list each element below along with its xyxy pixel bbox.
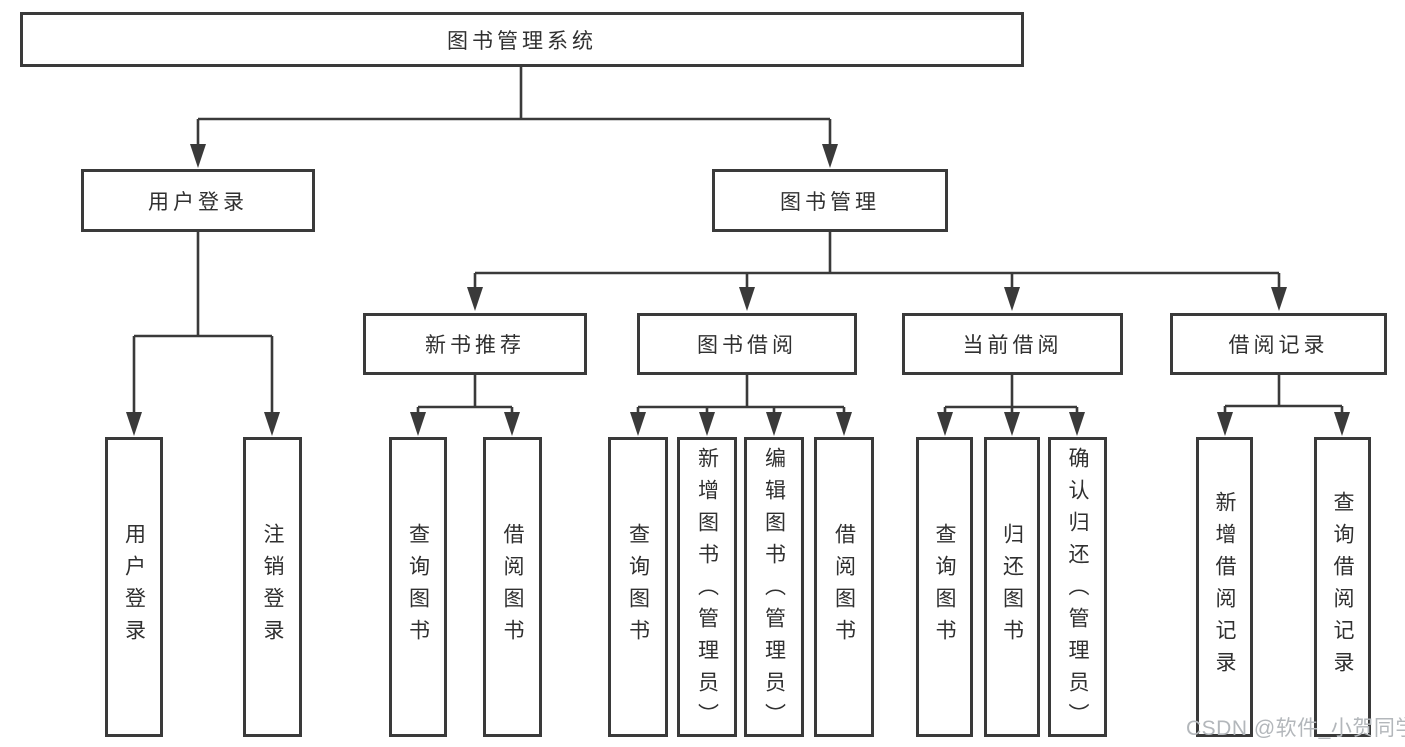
node-library-management-system: 图书管理系统 [20,12,1024,67]
node-new-book-recommend: 新书推荐 [363,313,587,375]
leaf-label: 查询图书 [933,523,956,651]
connector-borrowing-records-branch [1217,375,1350,436]
leaf-label: 新增借阅记录 [1213,491,1236,683]
leaf-label: 查询图书 [406,523,430,651]
leaf-logout: 注销登录 [243,437,302,737]
leaf-current-confirm-return-admin: 确认归还（管理员） [1048,437,1107,737]
leaf-label: 注销登录 [261,523,284,651]
connector-root-to-level2 [190,67,838,168]
node-label: 图书管理系统 [447,29,597,53]
node-label: 图书管理 [780,190,880,214]
leaf-borrowing-borrow-books: 借阅图书 [814,437,874,737]
leaf-label: 确认归还（管理员） [1066,447,1089,735]
leaf-current-return-books: 归还图书 [984,437,1040,737]
node-user-login: 用户登录 [81,169,315,232]
connector-current-borrowing-branch [937,375,1085,436]
watermark: CSDN @软件_小贺同学 [1186,717,1405,740]
leaf-newbook-query-books: 查询图书 [389,437,447,737]
leaf-label: 用户登录 [122,523,146,651]
node-label: 用户登录 [148,190,248,214]
connector-user-login-branch [126,232,280,436]
node-book-management: 图书管理 [712,169,948,232]
connector-book-mgmt-to-level3 [467,232,1287,311]
node-book-borrowing: 图书借阅 [637,313,857,375]
node-current-borrowing: 当前借阅 [902,313,1123,375]
leaf-borrowing-edit-books-admin: 编辑图书（管理员） [744,437,804,737]
leaf-label: 新增图书（管理员） [695,447,719,735]
leaf-records-add-record: 新增借阅记录 [1196,437,1253,737]
node-label: 新书推荐 [425,334,525,357]
leaf-label: 查询图书 [626,523,650,651]
connector-book-borrowing-branch [630,375,852,436]
leaf-records-query-record: 查询借阅记录 [1314,437,1371,737]
leaf-label: 查询借阅记录 [1331,491,1354,683]
node-label: 借阅记录 [1228,334,1329,357]
leaf-borrowing-add-books-admin: 新增图书（管理员） [677,437,737,737]
node-borrowing-records: 借阅记录 [1170,313,1387,375]
node-label: 图书借阅 [697,334,797,357]
leaf-current-query-books: 查询图书 [916,437,973,737]
node-label: 当前借阅 [962,334,1063,357]
leaf-label: 编辑图书（管理员） [762,447,786,735]
leaf-newbook-borrow-books: 借阅图书 [483,437,542,737]
leaf-label: 借阅图书 [832,523,856,651]
connector-new-book-branch [410,375,520,436]
leaf-label: 借阅图书 [501,523,524,651]
leaf-borrowing-query-books: 查询图书 [608,437,668,737]
leaf-label: 归还图书 [1000,523,1024,651]
leaf-user-login: 用户登录 [105,437,163,737]
